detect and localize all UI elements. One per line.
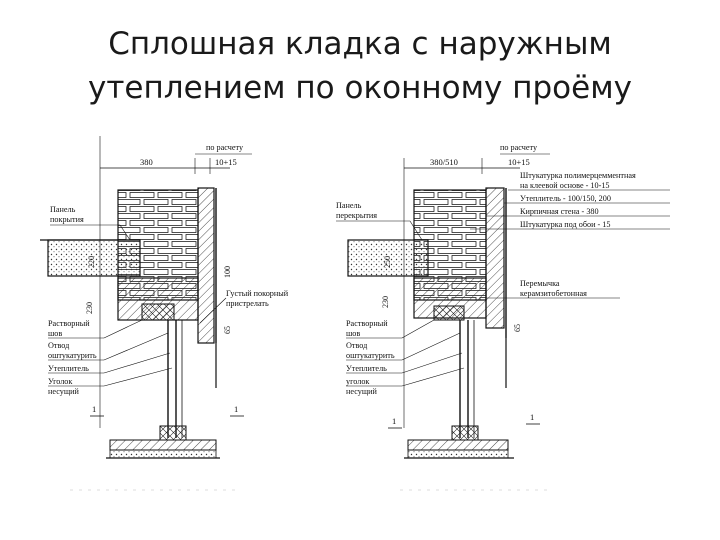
- left-stack-label-6: несущий: [48, 387, 80, 396]
- construction-drawing: 380 по расчету 10+15 220 Панель покрытия…: [40, 136, 670, 491]
- title-line-2: утеплением по оконному проёму: [88, 70, 632, 106]
- left-dim-by-calc: по расчету: [206, 143, 244, 152]
- left-floor-slab: [47, 239, 141, 277]
- right-detail: 380/510 по расчету 10+15 250 Панель пере…: [336, 143, 670, 459]
- right-stack-label-5: уголок: [346, 377, 369, 386]
- right-dim-230: 230: [381, 296, 390, 308]
- right-stack-label-3: оштукатурить: [346, 351, 395, 360]
- right-panel-label-1: Панель: [336, 201, 362, 210]
- right-legend-4: Штукатурка под обои - 15: [520, 220, 611, 229]
- left-sealant-label-2: пристрелать: [226, 299, 269, 308]
- right-legend-1: на клеевой основе - 10-15: [520, 181, 610, 190]
- left-dim-gap: 10+15: [215, 157, 237, 167]
- left-frame-block: [141, 303, 175, 321]
- right-section-mark-b: 1: [530, 412, 534, 422]
- right-dim-gap: 10+15: [508, 157, 530, 167]
- left-dim-100: 100: [223, 266, 232, 278]
- right-label-stack: Растворный шов Отвод оштукатурить Утепли…: [346, 319, 465, 396]
- left-label-stack: Растворный шов Отвод оштукатурить Утепли…: [48, 319, 173, 396]
- right-section-mark-a: 1: [392, 416, 396, 426]
- left-panel-label-2: покрытия: [50, 215, 84, 224]
- left-stack-label-4: Утеплитель: [48, 364, 89, 373]
- right-stack-label-2: Отвод: [346, 341, 367, 350]
- left-insulation: [197, 187, 215, 344]
- right-dim-250: 250: [383, 256, 392, 268]
- left-sealant-label-1: Густый покорный: [226, 289, 289, 298]
- slide-title: Сплошная кладка с наружным утеплением по…: [0, 22, 720, 110]
- right-legend-2: Утеплитель - 100/150, 200: [520, 194, 611, 203]
- right-dim-width: 380/510: [430, 157, 458, 167]
- left-stack-label-2: Отвод: [48, 341, 69, 350]
- right-stack-label-4: Утеплитель: [346, 364, 387, 373]
- left-stack-label-3: оштукатурить: [48, 351, 97, 360]
- left-dim-65: 65: [223, 326, 232, 334]
- right-lintel-label-2: керамзитобетонная: [520, 289, 587, 298]
- right-insulation: [485, 187, 505, 329]
- right-stack-label-1: шов: [346, 329, 360, 338]
- left-stack-label-5: Уголок: [48, 377, 72, 386]
- left-section-mark-a: 1: [92, 404, 96, 414]
- right-dim-by-calc: по расчету: [500, 143, 538, 152]
- left-stack-label-1: шов: [48, 329, 62, 338]
- left-detail: 380 по расчету 10+15 220 Панель покрытия…: [40, 136, 289, 459]
- right-stack-label-0: Растворный: [346, 319, 388, 328]
- right-floor-slab: [347, 239, 429, 277]
- right-panel-label-2: перекрытия: [336, 211, 377, 220]
- left-panel-label-1: Панель: [50, 205, 76, 214]
- right-legend-0: Штукатурка полимерцемментная: [520, 171, 636, 180]
- right-stack-label-6: несущий: [346, 387, 378, 396]
- left-stack-label-0: Растворный: [48, 319, 90, 328]
- right-legend: Штукатурка полимерцемментная на клеевой …: [470, 171, 670, 230]
- left-dim-220: 220: [87, 256, 96, 268]
- left-dim-width: 380: [140, 157, 153, 167]
- right-dim-65: 65: [513, 324, 522, 332]
- title-line-1: Сплошная кладка с наружным: [108, 26, 612, 62]
- left-dim-230: 230: [85, 302, 94, 314]
- left-section-mark-b: 1: [234, 404, 238, 414]
- right-lintel-label-1: Перемычка: [520, 279, 560, 288]
- right-frame-block: [433, 305, 465, 321]
- right-legend-3: Кирпичная стена - 380: [520, 207, 599, 216]
